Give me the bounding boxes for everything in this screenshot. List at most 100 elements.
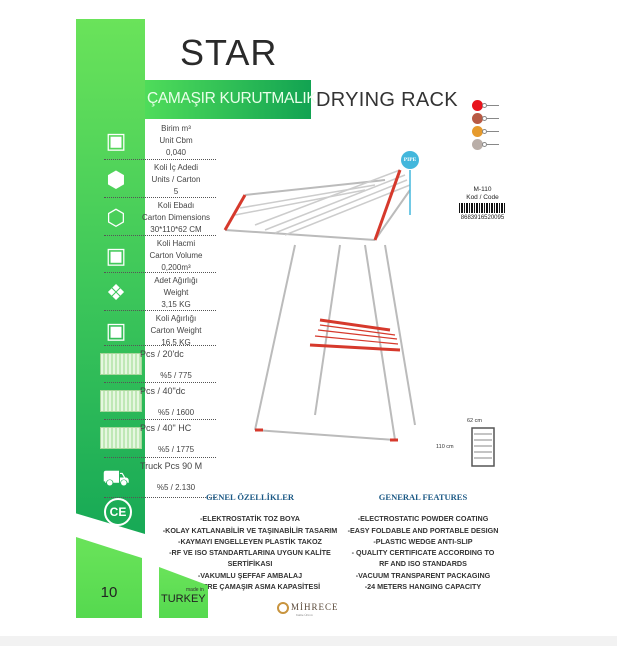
spec-line: %5 / 775	[160, 371, 192, 380]
truck-icon: ⛟	[102, 465, 130, 490]
feature-item: -ELEKTROSTATİK TOZ BOYA	[200, 514, 300, 524]
spec-line: Koli Ebadı	[157, 201, 195, 210]
color-swatch[interactable]	[472, 126, 483, 137]
spec-line: 0,200m³	[161, 263, 191, 272]
spec-line: Carton Volume	[149, 251, 203, 260]
swatch-line	[483, 118, 499, 119]
spec-line: Koli Ağırlığı	[155, 314, 197, 323]
spec-line: Adet Ağırlığı	[154, 276, 198, 285]
barcode	[459, 203, 506, 213]
feature-item: -KOLAY KATLANABİLİR VE TAŞINABİLİR TASAR…	[162, 525, 338, 535]
spec-line: Carton Weight	[150, 326, 202, 335]
spec-divider	[104, 497, 216, 498]
category-en: DRYING RACK	[316, 89, 458, 111]
spec-divider	[104, 272, 216, 273]
color-swatch[interactable]	[472, 113, 483, 124]
stacked-boxes-icon: ❖	[106, 280, 126, 305]
drying-rack-image	[223, 169, 416, 442]
feature-item: -24 METERS HANGING CAPACITY	[364, 582, 482, 592]
spec-line: 5	[173, 187, 179, 196]
height-label: 110 cm	[436, 444, 454, 450]
container-icon: ▥	[100, 427, 142, 449]
box-volume-icon: ▣	[105, 243, 127, 268]
spec-divider	[104, 345, 216, 346]
feature-item: -EASY FOLDABLE AND PORTABLE DESIGN	[347, 525, 499, 535]
product-code-block: M-110 Kod / Code 8683916520095	[455, 186, 510, 222]
width-label: 62 cm	[467, 418, 482, 424]
swatch-line	[483, 105, 499, 106]
features-tr: GENEL ÖZELLİKLER -ELEKTROSTATİK TOZ BOYA…	[150, 492, 350, 592]
feature-item: -VACUUM TRANSPARENT PACKAGING	[355, 570, 491, 580]
pipe-label: PIPE	[401, 151, 419, 169]
swatch-ring-icon	[482, 129, 487, 134]
color-swatch[interactable]	[472, 100, 483, 111]
feature-item: -KAYMAYI ENGELLEYEN PLASTİK TAKOZ	[178, 536, 322, 546]
brand-sub: Kalite Ürünü	[296, 613, 313, 617]
spec-divider	[104, 197, 216, 198]
made-in-label: made in	[186, 587, 204, 593]
page-number: 10	[100, 584, 118, 601]
features-en: GENERAL FEATURES -ELECTROSTATIC POWDER C…	[346, 492, 500, 592]
box-cbm-icon: ▣	[105, 128, 127, 153]
spec-line: Koli Hacmi	[156, 239, 196, 248]
open-box-icon: ⬢	[106, 167, 126, 192]
features-en-heading: GENERAL FEATURES	[378, 492, 468, 502]
swatch-line	[483, 144, 499, 145]
category-band	[145, 80, 311, 119]
swatch-line	[483, 131, 499, 132]
swatch-ring-icon	[482, 142, 487, 147]
spec-line: 3,15 KG	[161, 300, 191, 309]
spec-divider	[104, 419, 216, 420]
feature-item: -PLASTIC WEDGE ANTI-SLIP	[373, 536, 473, 546]
container-icon: ▥	[100, 353, 142, 375]
feature-item: - QUALITY CERTIFICATE ACCORDING TO RF AN…	[351, 548, 495, 569]
spec-item: Pcs / 40"dc %5 / 1600	[140, 385, 212, 419]
feature-item: -VAKUMLU ŞEFFAF AMBALAJ	[197, 570, 303, 580]
rack-dimension-diagram	[471, 427, 495, 467]
category-tr: ÇAMAŞIR KURUTMALIK	[147, 90, 317, 107]
brand-name: MİHRECE	[291, 602, 339, 612]
barcode-number: 8683916520095	[460, 215, 505, 221]
carton-weight-icon: ▣	[105, 318, 127, 343]
swatch-ring-icon	[482, 103, 487, 108]
feature-item: -24 METRE ÇAMAŞIR ASMA KAPASİTESİ	[179, 582, 321, 592]
spec-line: %5 / 1600	[157, 408, 195, 417]
color-swatch[interactable]	[472, 139, 483, 150]
feature-item: -ELECTROSTATIC POWDER COATING	[357, 514, 489, 524]
spec-line: 0,040	[165, 148, 187, 157]
spec-divider	[104, 235, 216, 236]
spec-line: Units / Carton	[151, 175, 201, 184]
spec-line: Pcs / 40"dc	[140, 386, 186, 396]
features-tr-heading: GENEL ÖZELLİKLER	[205, 492, 295, 502]
spec-line: %5 / 2.130	[156, 483, 196, 492]
feature-item: -RF VE ISO STANDARTLARINA UYGUN KALİTE S…	[169, 548, 331, 569]
model-number: M-110	[473, 186, 492, 193]
ce-mark-icon: CE	[104, 498, 132, 526]
spec-line: Carton Dimensions	[141, 213, 211, 222]
spec-line: Pcs / 40" HC	[140, 423, 192, 433]
spec-line: Weight	[163, 288, 189, 297]
spec-line: Koli İç Adedi	[153, 163, 199, 172]
spec-item: Truck Pcs 90 M %5 / 2.130	[140, 460, 212, 494]
spec-line: Truck Pcs 90 M	[140, 461, 203, 471]
bottom-bar	[0, 636, 617, 646]
spec-line: %5 / 1775	[157, 445, 195, 454]
container-icon: ▥	[100, 390, 142, 412]
spec-item: Pcs / 40" HC %5 / 1775	[140, 422, 212, 456]
spec-divider	[104, 310, 216, 311]
spec-divider	[104, 457, 216, 458]
product-title: STAR	[180, 32, 278, 73]
spec-item: Pcs / 20'dc %5 / 775	[140, 348, 212, 382]
spec-line: Unit Cbm	[159, 136, 193, 145]
spec-line: 30*110*62 CM	[150, 225, 202, 234]
spec-divider	[104, 159, 216, 160]
page-number-block	[76, 537, 142, 618]
cube-dimensions-icon: ⬡	[106, 205, 126, 230]
spec-line: Pcs / 20'dc	[140, 349, 184, 359]
